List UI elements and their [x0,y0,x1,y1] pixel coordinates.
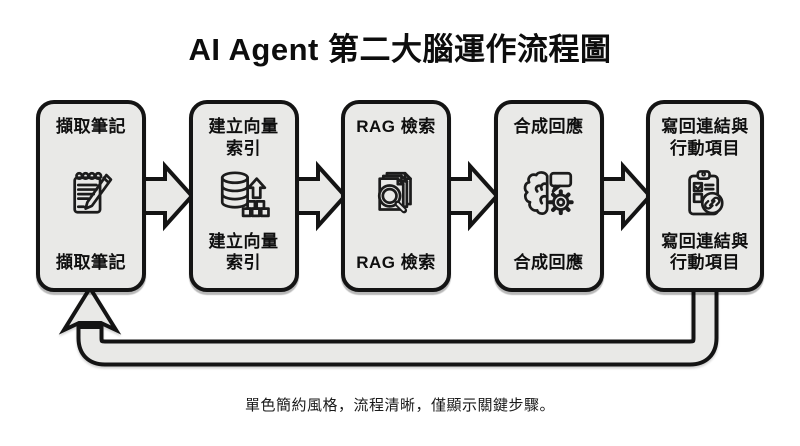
flow-arrow-right-icon [446,160,499,232]
node-top-label: 合成回應 [513,117,584,136]
flow-node-build-vector-index: 建立向量 索引 建立向量 索引 [188,100,299,292]
document-search-icon [367,164,425,226]
node-bottom-label: 擷取筆記 [56,253,126,273]
flow-node-rag-retrieval: RAG 檢索 RAG 檢索 [341,100,451,292]
caption: 單色簡約風格，流程清晰，僅顯示關鍵步驟。 [244,397,555,414]
flow-node-synthesize-response: 合成回應 [493,100,604,292]
page-title: AI Agent 第二大腦運作流程圖 [188,32,612,67]
flow-node-write-back-links-actions: 寫回連結與 行動項目 [646,100,764,292]
node-top-label: 寫回連結與 行動項目 [661,117,749,158]
flow-arrow-right-icon [141,160,194,232]
notepad-pencil-icon [62,164,120,226]
flow-node-capture-notes: 擷取筆記 擷取筆記 [36,100,146,292]
node-top-label: 建立向量 索引 [208,117,279,158]
vector-database-icon [215,164,273,226]
node-bottom-label: 合成回應 [513,253,584,273]
flow-row: 擷取筆記 擷取筆記 建立向量 索引 [36,100,764,292]
node-bottom-label: RAG 檢索 [356,253,436,273]
flow-arrow-right-icon [598,160,651,232]
brain-chat-gear-icon [520,164,578,226]
node-top-label: RAG 檢索 [356,117,436,136]
flow-arrow-right-icon [293,160,346,232]
node-top-label: 擷取筆記 [56,117,126,136]
node-bottom-label: 寫回連結與 行動項目 [661,231,749,273]
clipboard-link-icon [676,164,734,226]
node-bottom-label: 建立向量 索引 [208,231,279,273]
